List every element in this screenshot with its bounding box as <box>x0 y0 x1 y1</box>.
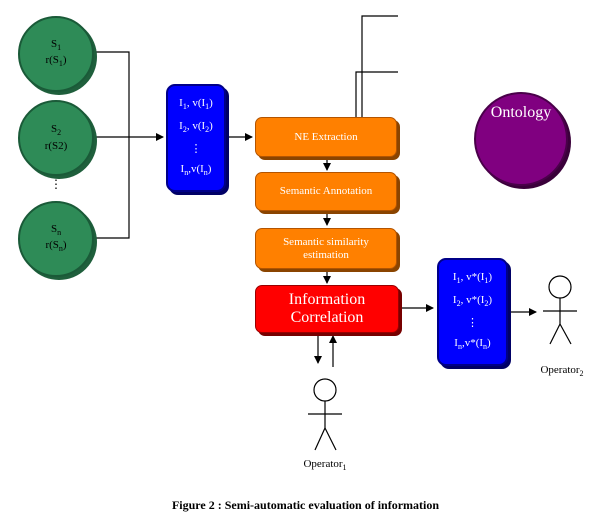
operator2-figure <box>543 275 577 345</box>
operator1-label: Operator1 <box>303 458 347 473</box>
ne-extraction-box: NE Extraction <box>255 117 397 157</box>
input-items-ellipsis: ⋮ <box>190 143 202 155</box>
input-items-box: I1, v(I1) I2, v(I2) ⋮ In,v(In) <box>166 84 226 192</box>
output-items-box: I1, v*(I1) I2, v*(I2) ⋮ In,v*(In) <box>437 258 508 366</box>
semantic-similarity-box: Semantic similarity estimation <box>255 228 397 269</box>
sources-ellipsis: ⋮ <box>50 177 62 191</box>
information-correlation-line1: Information <box>288 291 366 308</box>
output-item-2: I2, v*(I2) <box>452 293 493 309</box>
output-item-n: In,v*(In) <box>454 336 491 352</box>
source-s1-name: S1 <box>50 37 62 52</box>
input-item-1: I1, v(I1) <box>179 96 213 112</box>
semantic-annotation-box: Semantic Annotation <box>255 172 397 211</box>
source-s2-name: S2 <box>50 123 62 138</box>
ontology-node: Ontology <box>474 92 568 186</box>
source-s1-rel: r(S1) <box>45 54 67 69</box>
input-item-2: I2, v(I2) <box>179 119 213 135</box>
figure-caption: Figure 2 : Semi-automatic evaluation of … <box>171 498 440 512</box>
semantic-similarity-line1: Semantic similarity <box>283 235 369 248</box>
source-connector <box>92 51 130 239</box>
source-sn-name: Sn <box>50 222 62 237</box>
source-s1: S1 r(S1) <box>18 16 94 92</box>
external-feed-2 <box>352 71 398 129</box>
information-correlation-line2: Correlation <box>290 309 364 326</box>
output-item-1: I1, v*(I1) <box>452 270 493 286</box>
source-sn: Sn r(Sn) <box>18 201 94 277</box>
operator1-figure <box>308 378 342 451</box>
input-item-n: In,v(In) <box>180 162 212 178</box>
information-correlation-box: Information Correlation <box>255 285 399 333</box>
operator2-label: Operator2 <box>540 364 584 379</box>
semantic-similarity-line2: estimation <box>303 248 349 261</box>
source-sn-rel: r(Sn) <box>45 239 67 254</box>
ontology-label: Ontology <box>490 104 552 121</box>
output-items-ellipsis: ⋮ <box>467 317 478 329</box>
source-s2: S2 r(S2) <box>18 100 94 176</box>
source-s2-rel: r(S2) <box>44 139 68 152</box>
